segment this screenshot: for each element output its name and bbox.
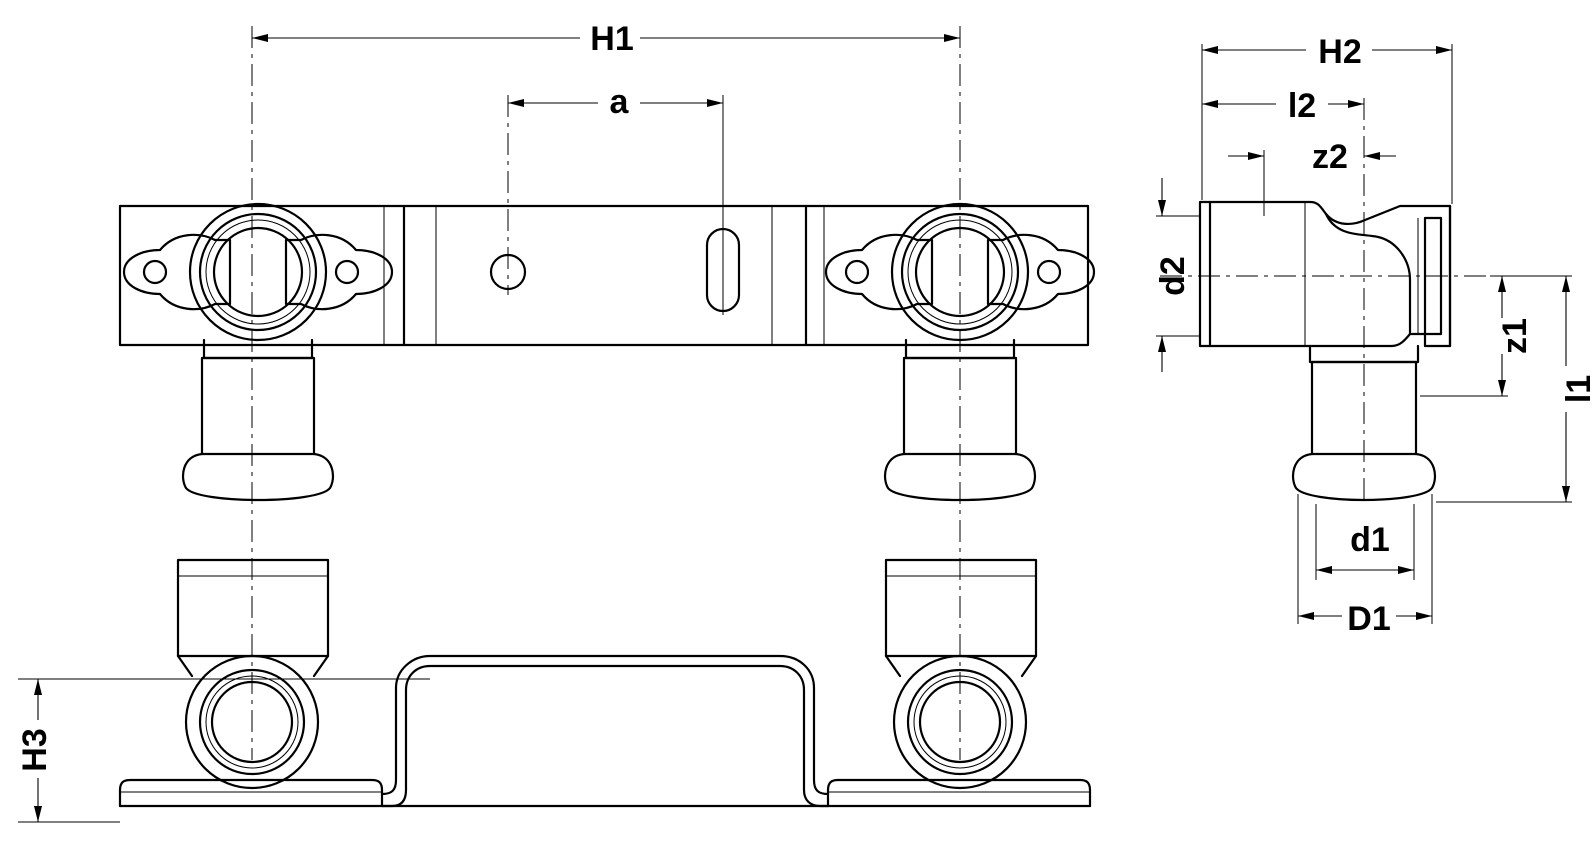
side-view (1160, 98, 1490, 505)
left-elbow-front (122, 202, 394, 502)
label-z1: z1 (1496, 318, 1534, 354)
dimension-lines (18, 34, 1572, 823)
bottom-view (118, 558, 1092, 808)
right-elbow-bottom (884, 558, 1038, 790)
label-d2: d2 (1154, 256, 1192, 296)
label-z2: z2 (1312, 138, 1348, 176)
left-base-plate (118, 778, 384, 808)
dimension-labels: H1 a H2 l2 z2 d2 z1 l1 d1 D1 H3 (16, 20, 1596, 772)
label-l1: l1 (1560, 375, 1596, 403)
left-elbow-bottom (176, 558, 330, 790)
front-view (118, 26, 1096, 760)
mounting-bar (118, 204, 1090, 347)
label-l2: l2 (1288, 87, 1316, 125)
label-a: a (610, 83, 630, 121)
bent-bar (380, 664, 830, 808)
label-h1: H1 (590, 20, 633, 58)
label-d1: d1 (1350, 521, 1390, 559)
label-h3: H3 (16, 728, 54, 771)
label-D1: D1 (1347, 600, 1390, 638)
right-base-plate (826, 778, 1092, 808)
label-h2: H2 (1318, 33, 1361, 71)
